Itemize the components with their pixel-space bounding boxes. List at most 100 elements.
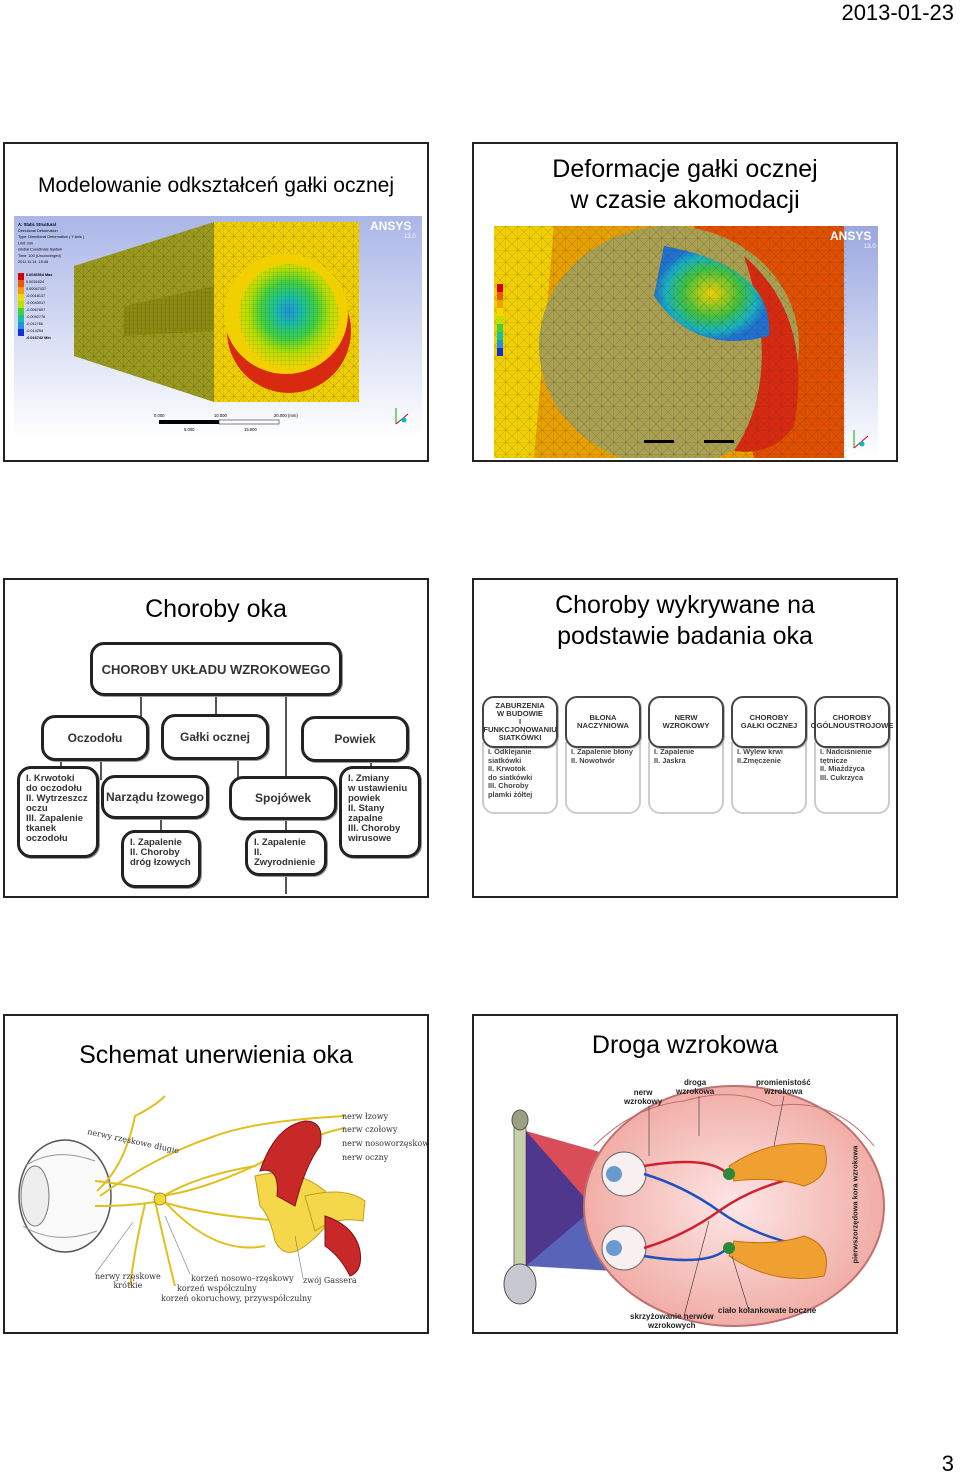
label-optic-radiation: promienistość wzrokowa [756,1078,811,1096]
page-number: 3 [941,1451,954,1476]
legend-value: -0.0043017 [26,301,45,305]
legend-value: -0.0067897 [26,308,45,312]
label-frontal: nerw czołowy [342,1125,398,1134]
org-chart: CHOROBY UKŁADU WZROKOWEGO Oczodołu Gałki… [5,580,427,896]
slide-title-line1: Deformacje gałki ocznej [552,155,818,183]
visual-pathway-illustration [503,1085,885,1327]
column-5-header: CHOROBY OGÓLNOUSTROJOWE [811,696,893,748]
column-3-items: I. Zapalenie II. Jaskra [648,742,724,814]
column-4-header: CHOROBY GAŁKI OCZNEJ [731,696,807,748]
node-oczodolu: Oczodołu [41,715,149,761]
legend-swatch [497,284,503,292]
legend-swatch [18,287,24,294]
list-powiek: I. Zmiany w ustawieniu powiek II. Stany … [339,766,421,858]
slide-title: Schemat unerwienia oka [79,1041,353,1069]
ansys-deformation-render: ANSYS 13.0 A: Static Structural Directio… [14,216,422,438]
legend-info-line: Unit: mm [18,241,33,245]
legend-value: -0.0092776 [26,315,45,319]
nerve-lines [94,1095,346,1287]
node-narzadu-lzowego: Narządu łzowego [101,775,209,819]
node-powiek: Powiek [301,716,409,762]
label-optic-tract: droga wzrokowa [676,1078,715,1096]
legend-info-line: Directional Deformation [18,229,58,233]
legend-swatch [18,294,24,301]
legend-value: 0.0031624 [26,280,44,284]
slide-accommodation-deformation: Deformacje gałki ocznej w czasie akomoda… [472,142,898,462]
legend-value: -0.016742 Min [26,336,51,340]
brain-section [583,1085,885,1327]
slide-eye-diseases: Choroby oka CHOROBY UKŁADU WZROKOWEGO Oc… [3,578,429,898]
node-spojowek: Spojówek [229,776,337,820]
scale-label: 20.000 (mm) [274,413,298,418]
column-1-header: ZABURZENIA W BUDOWIE I FUNKCJONOWANIU SI… [482,696,558,748]
legend-value: 0.00067437 [26,287,46,291]
legend-info-line: Time: 100 (Unconverged) [18,254,62,258]
ansys-logo: ANSYS [830,229,871,243]
label-nasociliary: nerw nosoworzęskowy [342,1139,429,1148]
legend-value: -0.014254 [26,329,43,333]
legend-swatch [497,292,503,300]
slide-title: Choroby oka [145,595,287,623]
header-date: 2013-01-23 [841,0,954,25]
node-galki-ocznej: Gałki ocznej [161,714,269,760]
legend-swatch [18,308,24,315]
legend-value: -0.0018137 [26,294,45,298]
column-3-header: NERW WZROKOWY [648,696,724,748]
label-optic-nerve: nerw wzrokowy [624,1088,663,1106]
legend-swatch [497,308,503,316]
legend-swatch [18,273,24,280]
column-5-items: I. Nadciśnienie tętnicze II. Miażdżyca I… [814,742,890,814]
list-oczodolu: I. Krwotoki do oczodołu II. Wytrzeszcz o… [17,766,99,858]
column-1-items: I. Odklejanie siatkówki II. Krwotok do s… [482,742,558,814]
ansys-version: 13.0 [404,234,416,240]
column-2-header: BŁONA NACZYNIOWA [565,696,641,748]
root-node: CHOROBY UKŁADU WZROKOWEGO [90,642,342,696]
slide-title-line2: podstawie badania oka [557,622,813,650]
legend-title: A: Static Structural [18,222,56,227]
label-nasociliary-root: korzeń nosowo–rzęskowy [191,1274,294,1283]
axis-triad-icon [395,408,409,425]
artery [259,1120,361,1277]
legend-swatch [497,324,503,332]
scale-label: 10.000 [214,413,227,418]
slide-title-line2: w czasie akomodacji [570,186,800,214]
optic-radiation [728,1143,827,1279]
legend-swatch [497,332,503,340]
legend-swatch [18,322,24,329]
innervation-illustration: nerwy rzęskowe długie nerw łzowy nerw cz… [18,1095,429,1287]
ansys-accommodation-render: ANSYS 13.0 [494,226,878,458]
legend-value: -0.011766 [26,322,43,326]
legend-scale: 0.0036504 Max0.00316240.00067437-0.00181… [18,273,53,340]
legend-scale [497,284,503,356]
column-2-items: I. Zapalenie błony II. Nowotwór [565,742,641,814]
slide-title: Modelowanie odkształceń gałki ocznej [37,174,395,197]
legend-swatch [18,329,24,336]
label-short-ciliary: nerwy rzęskowe krótkie [95,1272,161,1290]
list-spojowek: I. Zapalenie II. Zwyrodnienie [245,830,327,876]
scale-label: 15.000 [244,427,257,432]
legend-info-line: 2011.11.14. 15:48 [18,260,48,264]
scale-label: 5.000 [184,427,195,432]
gasser-ganglion [254,1172,366,1253]
scale-bar: 0.000 10.000 20.000 (mm) 5.000 15.000 [154,413,298,432]
legend-swatch [497,300,503,308]
legend-swatch [497,316,503,324]
ansys-logo: ANSYS [370,219,411,233]
eyeball-drawing [18,1139,112,1253]
slide-title: Droga wzrokowa [591,1031,779,1059]
label-ophthalmic: nerw oczny [342,1153,389,1162]
legend-swatch [497,348,503,356]
legend-info-line: Global Coordinate System [18,248,62,252]
label-gasser: zwój Gassera [303,1276,357,1285]
optic-pathways [643,1160,805,1262]
legend-swatch [18,280,24,287]
slide-deformation-model: Modelowanie odkształceń gałki ocznej [3,142,429,462]
legend-info-line: Type: Directional Deformation ( Y Axis ) [18,235,85,239]
column-4-items: I. Wylew krwi II.Zmęczenie [731,742,807,814]
scale-label: 0.000 [154,413,165,418]
slide-visual-pathway: Droga wzrokowa [472,1014,898,1334]
slide-title-line1: Choroby wykrywane na [555,591,815,619]
legend-swatch [18,315,24,322]
label-sympathetic-root: korzeń współczulny [177,1284,257,1293]
list-narzadu-lzowego: I. Zapalenie II. Choroby dróg łzowych [121,830,201,888]
